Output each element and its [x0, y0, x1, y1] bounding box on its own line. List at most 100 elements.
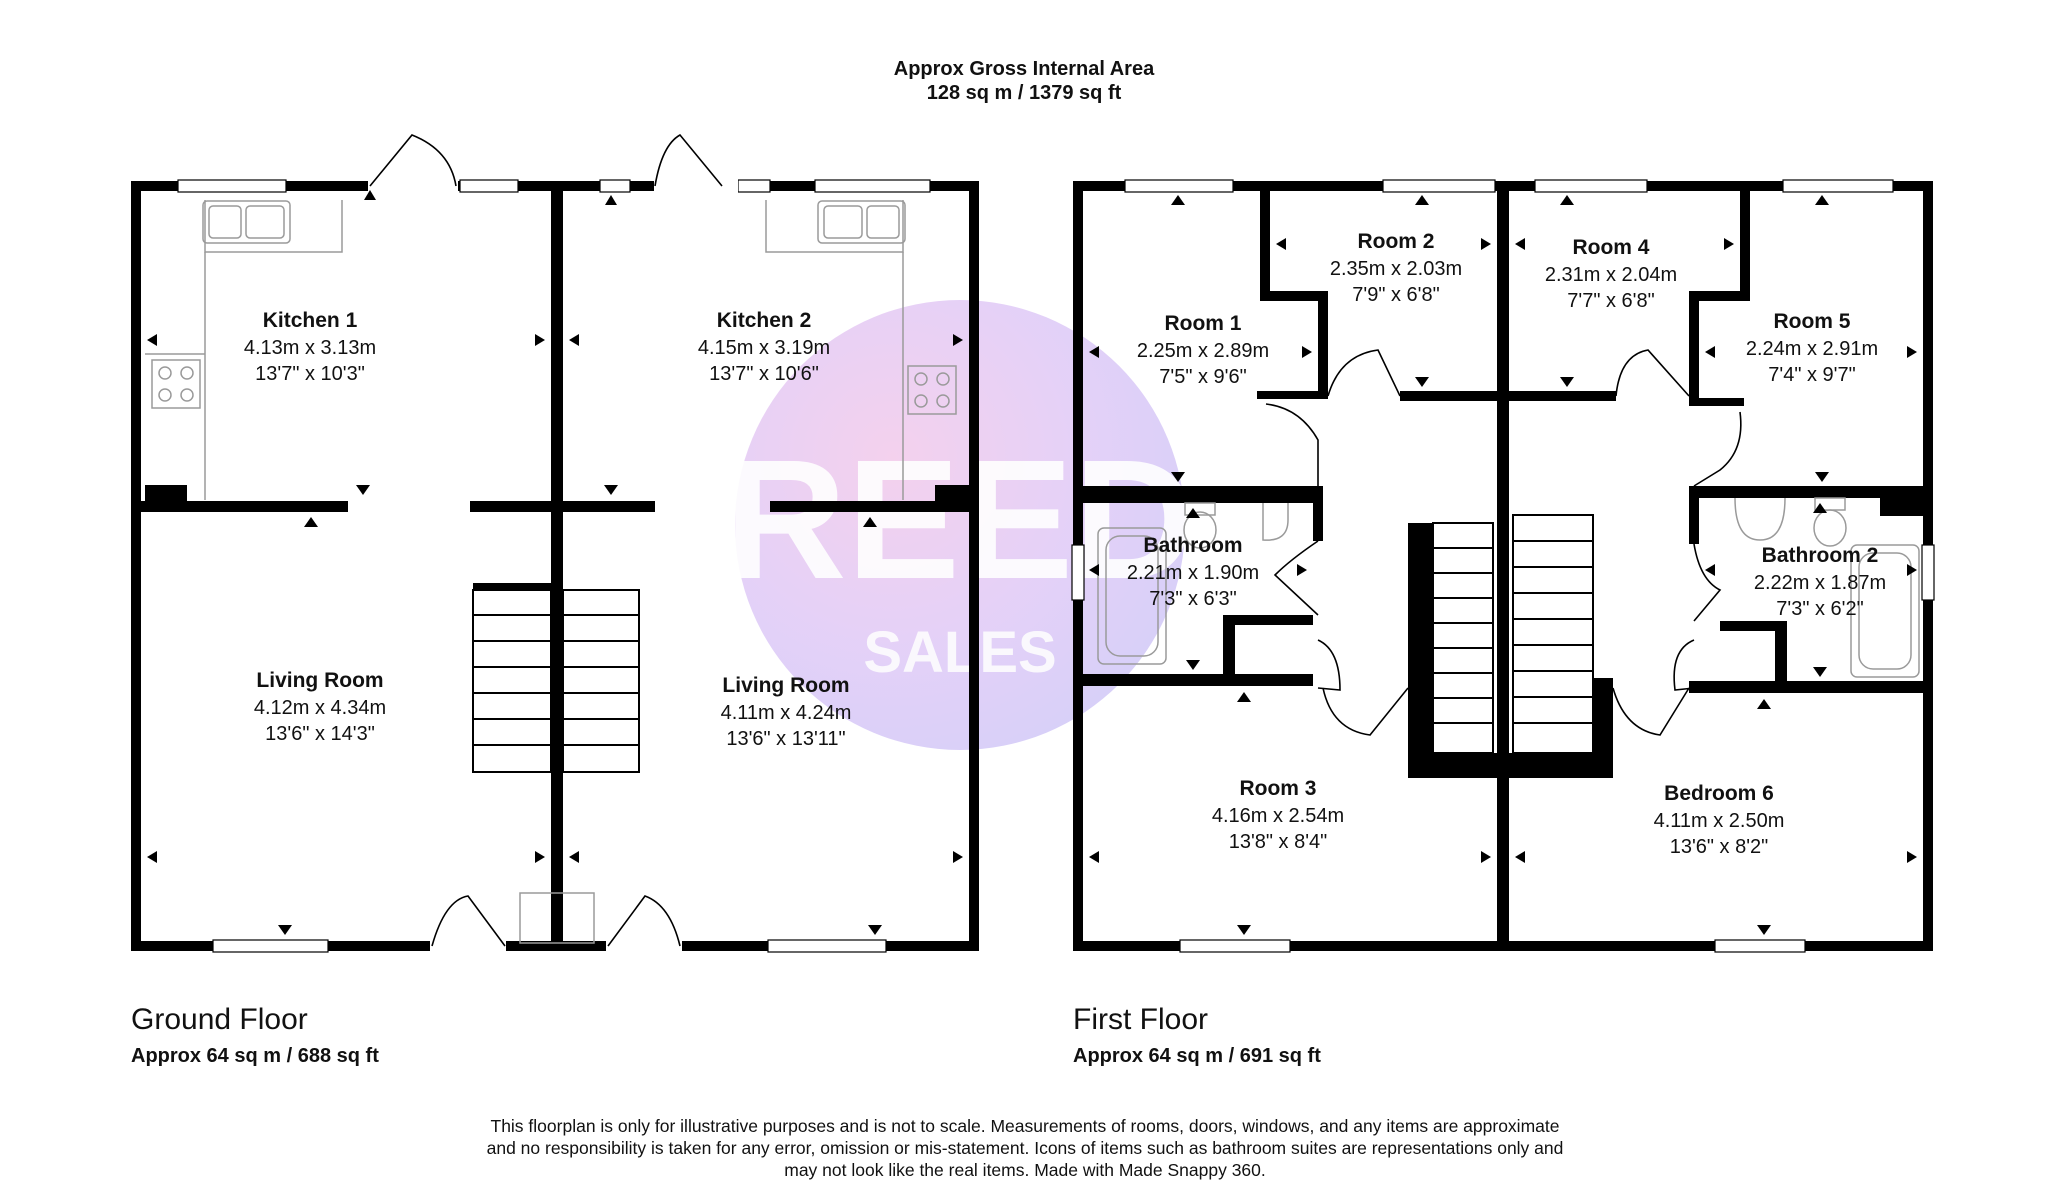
- wall: [1689, 681, 1933, 693]
- dimension-arrows: [147, 190, 1917, 935]
- wall: [1880, 486, 1923, 516]
- room-metric: 4.15m x 3.19m: [698, 337, 830, 359]
- wall: [1775, 621, 1787, 686]
- door-swing-icon: [431, 895, 506, 947]
- watermark-circle: [735, 300, 1185, 750]
- disclaimer-line-3: may not look like the real items. Made w…: [784, 1160, 1266, 1180]
- wall: [935, 485, 969, 512]
- room-imperial: 13'6" x 14'3": [265, 723, 375, 745]
- room-kitchen-2: Kitchen 2 4.15m x 3.19m 13'7" x 10'6": [698, 309, 830, 385]
- wall: [1083, 674, 1313, 686]
- watermark-sub: SALES: [863, 620, 1056, 685]
- worktop: [765, 200, 904, 253]
- window: [599, 179, 631, 193]
- wall: [473, 583, 551, 589]
- disclaimer: This floorplan is only for illustrative …: [350, 1115, 1700, 1181]
- window: [1124, 179, 1234, 193]
- ground-floor-area: Approx 64 sq m / 688 sq ft: [131, 1045, 379, 1067]
- room-name: Room 2: [1357, 230, 1434, 253]
- room-bathroom: Bathroom 2.21m x 1.90m 7'3" x 6'3": [1127, 534, 1259, 610]
- wall: [1689, 486, 1699, 544]
- bath-inner: [1105, 535, 1159, 657]
- window: [1179, 939, 1291, 953]
- kitchen-fixtures: [145, 200, 957, 500]
- wall: [1083, 486, 1323, 503]
- dimension-arrow-icon: [1815, 195, 1829, 205]
- toilet-icon: [1813, 509, 1847, 547]
- room-metric: 2.21m x 1.90m: [1127, 562, 1259, 584]
- dimension-arrow-icon: [1237, 692, 1251, 702]
- room-imperial: 13'7" x 10'3": [255, 363, 365, 385]
- stairs-icon: [1432, 522, 1494, 754]
- wall: [770, 501, 969, 512]
- sink-icon: [817, 200, 906, 244]
- dimension-arrow-icon: [1705, 346, 1715, 358]
- room-name: Living Room: [722, 674, 849, 697]
- room-imperial: 7'3" x 6'3": [1149, 588, 1236, 610]
- room-imperial: 13'6" x 13'11": [726, 728, 845, 750]
- hob-icon: [907, 365, 957, 415]
- room-metric: 2.22m x 1.87m: [1754, 572, 1886, 594]
- room-metric: 2.35m x 2.03m: [1330, 258, 1462, 280]
- wall: [1689, 486, 1933, 498]
- room-kitchen-1: Kitchen 1 4.13m x 3.13m 13'7" x 10'3": [244, 309, 376, 385]
- sink-bowl: [866, 205, 900, 239]
- watermark-brand: REED: [724, 425, 1196, 615]
- dimension-arrow-icon: [1171, 472, 1185, 482]
- room-metric: 2.24m x 2.91m: [1746, 338, 1878, 360]
- dimension-arrow-icon: [1237, 925, 1251, 935]
- dimension-arrow-icon: [953, 334, 963, 346]
- wall: [1260, 191, 1270, 299]
- dimension-arrow-icon: [863, 517, 877, 527]
- basin-icon: [1262, 503, 1289, 541]
- dimension-arrow-icon: [1907, 564, 1917, 576]
- stairs-icon: [472, 589, 552, 773]
- window: [459, 179, 519, 193]
- first-floor-title: First Floor: [1073, 1003, 1208, 1036]
- dimension-arrow-icon: [147, 334, 157, 346]
- window: [1714, 939, 1806, 953]
- door-swing-icon: [1273, 540, 1319, 616]
- door-gap: [430, 939, 506, 954]
- bath-icon: [1850, 544, 1920, 678]
- room-metric: 2.31m x 2.04m: [1545, 264, 1677, 286]
- dimension-arrow-icon: [953, 851, 963, 863]
- room-bedroom-6: Bedroom 6 4.11m x 2.50m 13'6" x 8'2": [1654, 782, 1785, 858]
- door-swing-icon: [1265, 403, 1319, 486]
- bath-inner: [1858, 552, 1912, 670]
- room-metric: 4.13m x 3.13m: [244, 337, 376, 359]
- room-living-room-1: Living Room 4.12m x 4.34m 13'6" x 14'3": [254, 669, 386, 745]
- dimension-arrow-icon: [1297, 564, 1307, 576]
- window: [1921, 544, 1935, 601]
- sink-drainer: [245, 205, 285, 239]
- dimension-arrow-icon: [569, 334, 579, 346]
- dimension-arrow-icon: [1815, 472, 1829, 482]
- wall: [1400, 391, 1497, 401]
- ground-floor-title: Ground Floor: [131, 1003, 308, 1036]
- dimension-arrow-icon: [1560, 377, 1574, 387]
- wall: [141, 501, 348, 512]
- room-name: Bathroom: [1143, 534, 1242, 557]
- ground-floor-doors: [369, 133, 723, 947]
- dimension-arrow-icon: [1171, 195, 1185, 205]
- worktop: [204, 200, 343, 253]
- dimension-arrow-icon: [1089, 851, 1099, 863]
- basin-icon: [1734, 497, 1786, 541]
- room-name: Room 5: [1773, 310, 1850, 333]
- dimension-arrow-icon: [868, 925, 882, 935]
- stairs-icon: [1512, 514, 1594, 754]
- wall: [551, 181, 563, 951]
- ground-floor-stairs: [472, 589, 640, 773]
- dimension-arrow-icon: [1481, 851, 1491, 863]
- gross-area-title: Approx Gross Internal Area: [893, 58, 1155, 80]
- wall: [1223, 615, 1313, 625]
- dimension-arrow-icon: [1907, 346, 1917, 358]
- dimension-arrow-icon: [278, 925, 292, 935]
- dimension-arrow-icon: [1560, 195, 1574, 205]
- room-imperial: 7'9" x 6'8": [1352, 284, 1439, 306]
- wall: [969, 181, 979, 951]
- door-swing-icon: [654, 133, 723, 187]
- window: [1071, 544, 1085, 601]
- ground-floor-door-gaps: [368, 179, 738, 954]
- window: [212, 939, 329, 953]
